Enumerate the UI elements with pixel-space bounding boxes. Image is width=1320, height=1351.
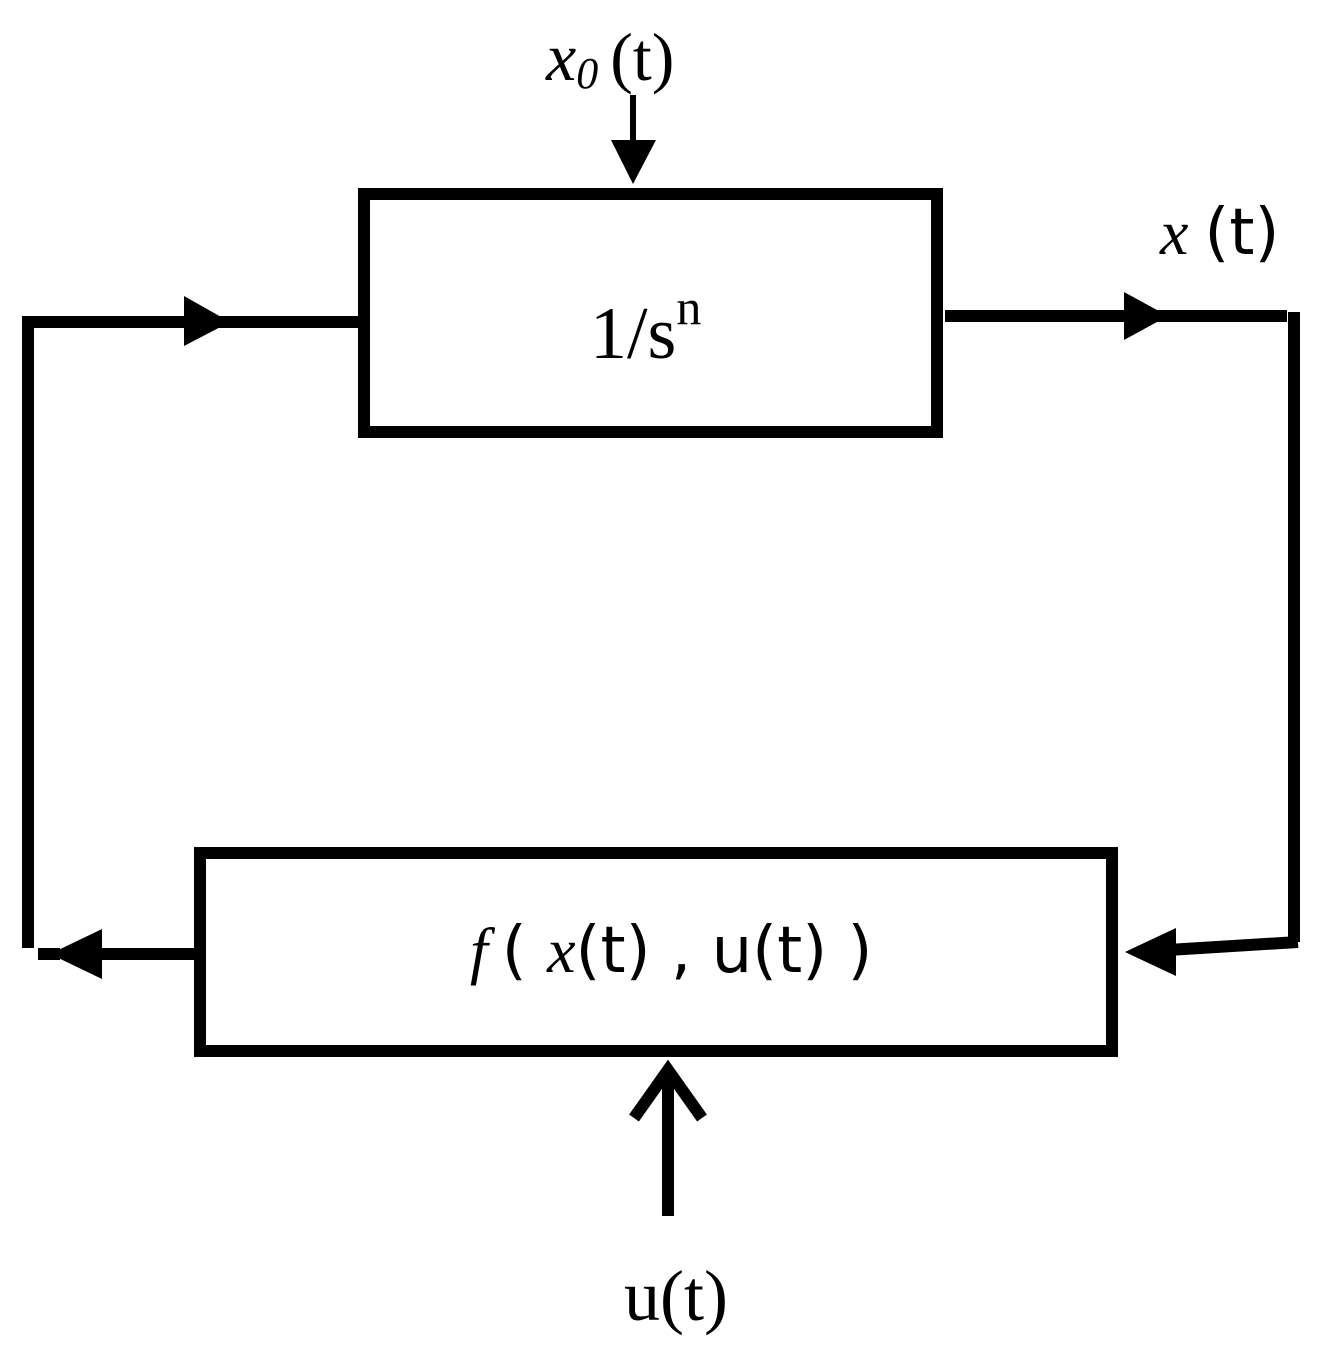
initial-condition-var: x	[545, 19, 576, 95]
function-output-arrowhead	[50, 929, 102, 979]
integrator-input-arrowhead	[184, 296, 230, 346]
function-label: f( x(t) , u(t) )	[470, 914, 872, 988]
output-var: x	[1159, 197, 1188, 268]
function-block	[194, 847, 1118, 1057]
integrator-base: 1/s	[590, 293, 676, 375]
initial-condition-arrowhead	[611, 140, 656, 184]
integrator-block	[358, 188, 943, 438]
input-label: u(t)	[624, 1256, 728, 1336]
integrator-exponent: n	[676, 279, 701, 335]
output-arg: (t)	[1204, 196, 1279, 270]
function-f: f	[470, 915, 496, 986]
initial-condition-label: x0(t)	[545, 19, 674, 98]
output-arrowhead	[1124, 292, 1168, 340]
function-open: (	[502, 914, 547, 988]
output-label: x(t)	[1159, 196, 1279, 270]
function-args: (t) , u(t) )	[576, 914, 873, 988]
function-input-arrowhead	[1125, 928, 1176, 976]
function-input-wire	[1167, 936, 1299, 956]
initial-condition-arg: (t)	[610, 19, 674, 95]
function-x: x	[546, 915, 575, 986]
input-arrowhead	[629, 1059, 707, 1122]
integrator-label: 1/sn	[590, 279, 701, 375]
initial-condition-sub: 0	[576, 49, 598, 98]
